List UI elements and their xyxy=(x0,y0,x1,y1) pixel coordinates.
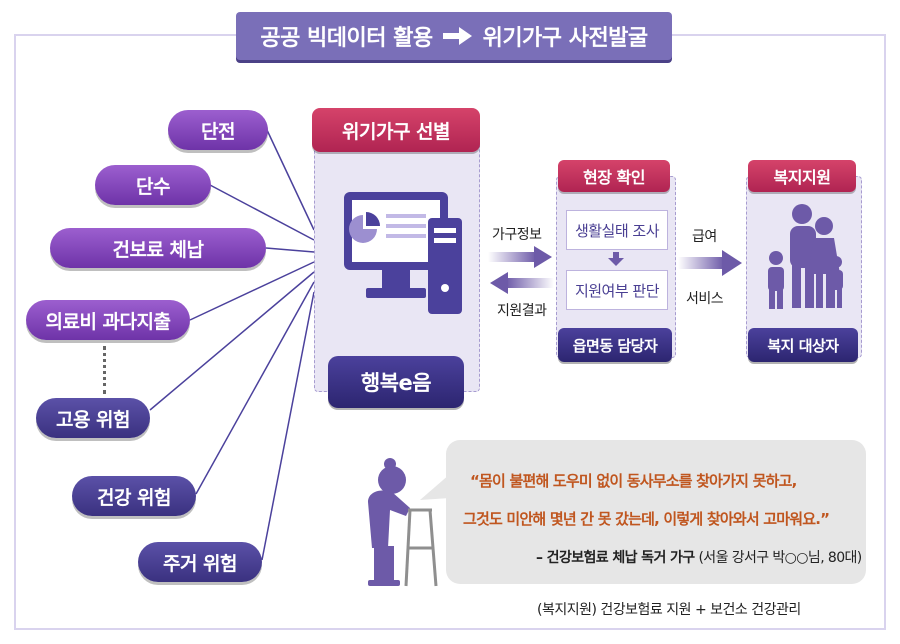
indicator-pill: 단수 xyxy=(95,165,211,205)
testimonial-source-detail: (서울 강서구 박○○님, 80대) xyxy=(698,550,862,566)
right-arrow-icon xyxy=(442,27,472,45)
field-check-header: 현장 확인 xyxy=(558,160,670,192)
household-info-label: 가구정보 xyxy=(492,227,542,243)
service-label: 서비스 xyxy=(686,291,724,307)
indicator-pill: 의료비 과다지출 xyxy=(26,300,190,340)
title-right: 위기가구 사전발굴 xyxy=(482,26,649,51)
indicator-pill: 건보료 체납 xyxy=(50,228,266,268)
computer-icon xyxy=(344,192,462,314)
testimonial-quote-line1: “몸이 불편해 도우미 없이 동사무소를 찾아가지 못하고, xyxy=(470,472,797,490)
ellipsis-dots xyxy=(103,346,109,394)
welfare-target-label: 복지 대상자 xyxy=(748,328,858,362)
indicator-pill: 건강 위험 xyxy=(72,476,196,516)
right-arrow-icon xyxy=(678,250,742,276)
indicator-pill: 단전 xyxy=(168,110,268,150)
field-check-panel xyxy=(556,176,676,358)
title-banner: 공공 빅데이터 활용 위기가구 사전발굴 xyxy=(236,12,672,60)
down-arrow-icon xyxy=(608,252,624,266)
indicator-pill: 주거 위험 xyxy=(138,542,262,582)
testimonial-source: – 건강보험료 체납 독거 가구 (서울 강서구 박○○님, 80대) xyxy=(536,547,862,567)
benefit-label: 급여 xyxy=(692,229,717,245)
left-arrow-icon xyxy=(490,272,554,294)
field-check-step: 지원여부 판단 xyxy=(566,270,668,310)
system-label: 행복e음 xyxy=(328,356,464,408)
footer-note: (복지지원) 건강보험료 지원 + 보건소 건강관리 xyxy=(537,602,801,618)
speech-bubble-tail xyxy=(420,474,450,500)
family-icon xyxy=(768,204,843,309)
officer-label: 읍면동 담당자 xyxy=(558,328,672,362)
indicator-pill: 고용 위험 xyxy=(36,398,150,438)
elderly-walker-icon xyxy=(368,458,438,587)
selection-header: 위기가구 선별 xyxy=(312,108,480,152)
right-arrow-icon xyxy=(488,246,552,268)
testimonial-source-bold: – 건강보험료 체납 독거 가구 xyxy=(536,550,695,566)
testimonial-quote-line2: 그것도 미안해 몇년 간 못 갔는데, 이렇게 찾아와서 고마워요.” xyxy=(463,510,830,528)
welfare-header: 복지지원 xyxy=(748,160,856,192)
title-left: 공공 빅데이터 활용 xyxy=(260,26,433,51)
support-result-label: 지원결과 xyxy=(497,303,547,319)
field-check-step: 생활실태 조사 xyxy=(566,210,668,250)
testimonial-bubble xyxy=(446,440,866,584)
